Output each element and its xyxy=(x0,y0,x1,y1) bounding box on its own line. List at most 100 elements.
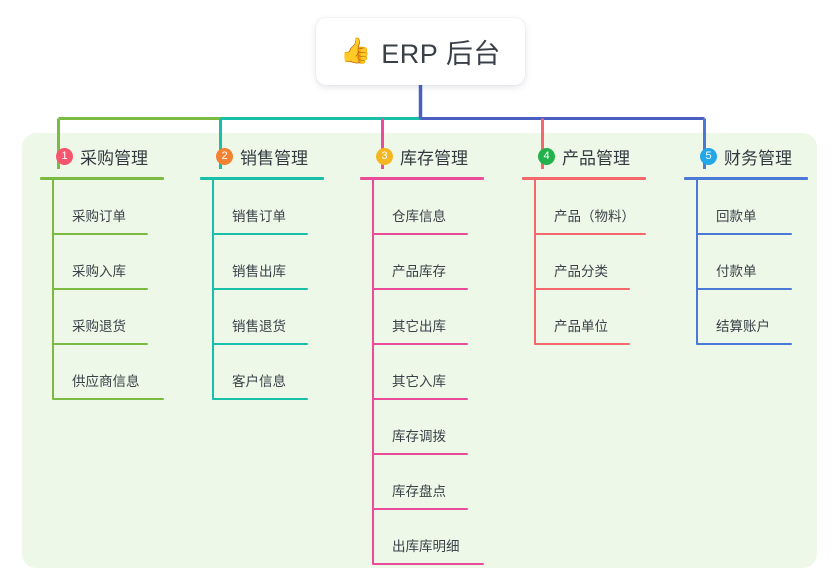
list-item-rule xyxy=(696,343,792,345)
list-item-label: 仓库信息 xyxy=(392,209,446,224)
branch-title-2: 销售管理 xyxy=(240,148,308,168)
list-item-rule xyxy=(52,398,164,400)
list-item-rule xyxy=(212,288,308,290)
list-item[interactable]: 其它出库 xyxy=(360,290,510,345)
list-item-rule xyxy=(696,288,792,290)
list-item[interactable]: 产品分类 xyxy=(522,235,672,290)
branch-header-3[interactable]: 3 库存管理 xyxy=(360,133,510,179)
branch-spine-4 xyxy=(534,180,536,344)
list-item-rule xyxy=(372,398,468,400)
branch-badge-5: 5 xyxy=(700,147,717,165)
branch-title-3: 库存管理 xyxy=(400,148,468,168)
list-item[interactable]: 其它入库 xyxy=(360,345,510,400)
branch-spine-5 xyxy=(696,180,698,344)
list-item[interactable]: 销售出库 xyxy=(200,235,350,290)
branch-header-4[interactable]: 4 产品管理 xyxy=(522,133,672,179)
list-item-label: 结算账户 xyxy=(716,319,770,334)
list-item-rule xyxy=(534,288,630,290)
list-item[interactable]: 仓库信息 xyxy=(360,180,510,235)
list-item-label: 出库库明细 xyxy=(392,539,460,554)
branch-item-list-5: 回款单付款单结算账户 xyxy=(684,180,834,345)
list-item-rule xyxy=(534,343,630,345)
branch-column-1: 1 采购管理采购订单采购入库采购退货供应商信息 xyxy=(40,133,190,400)
list-item[interactable]: 回款单 xyxy=(684,180,834,235)
list-item-rule xyxy=(372,233,468,235)
list-item-label: 库存调拨 xyxy=(392,429,446,444)
branch-column-4: 4 产品管理产品（物料） 产品分类产品单位 xyxy=(522,133,672,345)
list-item-rule xyxy=(52,288,148,290)
list-item-label: 采购入库 xyxy=(72,264,126,279)
list-item-rule xyxy=(372,508,468,510)
list-item[interactable]: 产品库存 xyxy=(360,235,510,290)
list-item-label: 采购退货 xyxy=(72,319,126,334)
branch-header-5[interactable]: 5 财务管理 xyxy=(684,133,834,179)
list-item[interactable]: 产品单位 xyxy=(522,290,672,345)
list-item-label: 产品库存 xyxy=(392,264,446,279)
branch-title-1: 采购管理 xyxy=(80,148,148,168)
list-item[interactable]: 库存盘点 xyxy=(360,455,510,510)
branch-header-1[interactable]: 1 采购管理 xyxy=(40,133,190,179)
branch-title-4: 产品管理 xyxy=(562,148,630,168)
branch-column-3: 3 库存管理仓库信息产品库存其它出库其它入库库存调拨库存盘点出库库明细 xyxy=(360,133,510,565)
list-item-label: 供应商信息 xyxy=(72,374,140,389)
list-item-label: 付款单 xyxy=(716,264,757,279)
list-item-label: 销售出库 xyxy=(232,264,286,279)
branch-title-5: 财务管理 xyxy=(724,148,792,168)
list-item[interactable]: 付款单 xyxy=(684,235,834,290)
list-item-rule xyxy=(212,233,308,235)
list-item[interactable]: 采购订单 xyxy=(40,180,190,235)
list-item-rule xyxy=(696,233,792,235)
list-item-label: 回款单 xyxy=(716,209,757,224)
list-item-rule xyxy=(52,233,148,235)
list-item[interactable]: 销售订单 xyxy=(200,180,350,235)
list-item-rule xyxy=(372,453,468,455)
branch-item-list-4: 产品（物料） 产品分类产品单位 xyxy=(522,180,672,345)
list-item[interactable]: 库存调拨 xyxy=(360,400,510,455)
list-item[interactable]: 供应商信息 xyxy=(40,345,190,400)
branch-header-2[interactable]: 2 销售管理 xyxy=(200,133,350,179)
list-item-rule xyxy=(212,398,308,400)
list-item-label: 销售退货 xyxy=(232,319,286,334)
branch-header-rule-4 xyxy=(522,177,646,180)
thumbs-up-icon: 👍 xyxy=(340,37,372,65)
list-item-label: 产品单位 xyxy=(554,319,608,334)
list-item-label: 客户信息 xyxy=(232,374,286,389)
branch-spine-3 xyxy=(372,180,374,564)
list-item-rule xyxy=(372,288,468,290)
branch-badge-4: 4 xyxy=(538,147,555,165)
list-item-rule xyxy=(372,563,484,565)
list-item-rule xyxy=(52,343,148,345)
branch-item-list-1: 采购订单采购入库采购退货供应商信息 xyxy=(40,180,190,400)
list-item-label: 其它出库 xyxy=(392,319,446,334)
list-item[interactable]: 产品（物料） xyxy=(522,180,672,235)
branch-columns: 1 采购管理采购订单采购入库采购退货供应商信息 2 销售管理销售订单销售出库销售退货客… xyxy=(22,133,817,568)
list-item-label: 采购订单 xyxy=(72,209,126,224)
branch-badge-3: 3 xyxy=(376,147,393,165)
list-item[interactable]: 采购退货 xyxy=(40,290,190,345)
list-item[interactable]: 出库库明细 xyxy=(360,510,510,565)
root-title-text: ERP 后台 xyxy=(381,39,501,69)
branch-header-rule-2 xyxy=(200,177,324,180)
list-item-label: 其它入库 xyxy=(392,374,446,389)
list-item-rule xyxy=(372,343,468,345)
diagram-panel xyxy=(22,133,817,568)
branch-badge-2: 2 xyxy=(216,147,233,165)
branch-header-rule-1 xyxy=(40,177,164,180)
branch-header-rule-3 xyxy=(360,177,484,180)
list-item-label: 产品（物料） xyxy=(554,209,635,224)
list-item-rule xyxy=(534,233,646,235)
list-item-label: 销售订单 xyxy=(232,209,286,224)
branch-item-list-2: 销售订单销售出库销售退货客户信息 xyxy=(200,180,350,400)
branch-header-rule-5 xyxy=(684,177,808,180)
root-title-card[interactable]: 👍 ERP 后台 xyxy=(316,18,525,85)
branch-column-5: 5 财务管理回款单付款单结算账户 xyxy=(684,133,834,345)
branch-item-list-3: 仓库信息产品库存其它出库其它入库库存调拨库存盘点出库库明细 xyxy=(360,180,510,565)
list-item[interactable]: 采购入库 xyxy=(40,235,190,290)
branch-column-2: 2 销售管理销售订单销售出库销售退货客户信息 xyxy=(200,133,350,400)
branch-badge-1: 1 xyxy=(56,147,73,165)
list-item[interactable]: 结算账户 xyxy=(684,290,834,345)
list-item[interactable]: 客户信息 xyxy=(200,345,350,400)
list-item[interactable]: 销售退货 xyxy=(200,290,350,345)
list-item-rule xyxy=(212,343,308,345)
